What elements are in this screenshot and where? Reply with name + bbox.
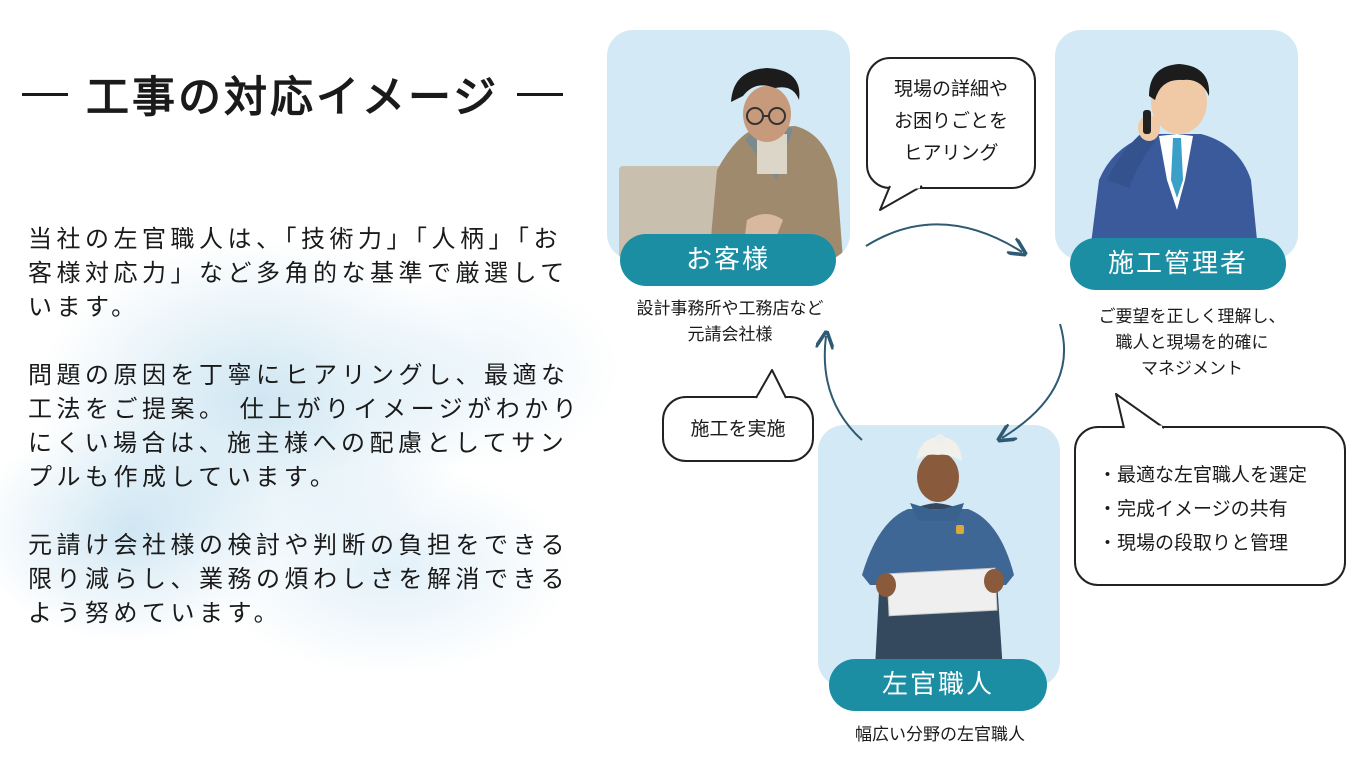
manager-caption-line: マネジメント	[1141, 359, 1243, 379]
customer-caption-line: 設計事務所や工務店など	[636, 299, 824, 319]
title-dash-right	[517, 92, 564, 96]
craftsman-card	[818, 425, 1060, 687]
arrow-customer-to-manager	[865, 223, 1022, 252]
hearing-bubble: 現場の詳細や お困りごとを ヒアリング	[866, 57, 1036, 189]
hearing-line: ヒアリング	[903, 142, 999, 164]
customer-label: お客様	[620, 234, 836, 286]
hearing-bubble-tail	[879, 185, 923, 211]
manager-card	[1055, 30, 1298, 260]
manager-caption: ご要望を正しく理解し、 職人と現場を的確に マネジメント	[1062, 304, 1322, 382]
description: 当社の左官職人は、「技術力」「人柄」「お客様対応力」など多角的な基準で厳選してい…	[28, 222, 588, 664]
hearing-line: 現場の詳細や	[893, 78, 1008, 100]
arrow-manager-to-craftsman	[1002, 323, 1066, 438]
execute-bubble-tail	[755, 369, 787, 399]
craftsman-illustration	[862, 434, 1014, 687]
craftsman-caption: 幅広い分野の左官職人	[810, 722, 1070, 748]
title-dash-left	[22, 92, 68, 96]
execute-text: 施工を実施	[690, 418, 786, 440]
task-line: ・最適な左官職人を選定	[1098, 464, 1308, 486]
execute-bubble: 施工を実施	[662, 396, 814, 462]
manager-tasks-bubble: ・最適な左官職人を選定 ・完成イメージの共有 ・現場の段取りと管理	[1074, 426, 1346, 586]
craftsman-label: 左官職人	[829, 659, 1047, 711]
paragraph-1: 当社の左官職人は、「技術力」「人柄」「お客様対応力」など多角的な基準で厳選してい…	[28, 225, 569, 321]
title-text: 工事の対応イメージ	[86, 73, 500, 123]
tasks-bubble-tail	[1115, 393, 1165, 429]
customer-card	[607, 30, 850, 260]
paragraph-2: 問題の原因を丁寧にヒアリングし、最適な工法をご提案。 仕上がりイメージがわかりに…	[28, 361, 582, 491]
customer-caption-line: 元請会社様	[687, 325, 773, 345]
manager-caption-line: 職人と現場を的確に	[1115, 333, 1269, 353]
manager-label: 施工管理者	[1070, 238, 1286, 290]
hearing-line: お困りごとを	[893, 110, 1008, 132]
page-title: 工事の対応イメージ	[22, 62, 564, 126]
craftsman-caption-line: 幅広い分野の左官職人	[855, 725, 1025, 745]
customer-caption: 設計事務所や工務店など 元請会社様	[600, 296, 860, 348]
customer-illustration	[619, 68, 843, 260]
manager-illustration	[1089, 64, 1259, 260]
task-line: ・現場の段取りと管理	[1098, 532, 1289, 554]
task-line: ・完成イメージの共有	[1098, 498, 1288, 520]
watercolor-background	[0, 150, 720, 710]
paragraph-3: 元請け会社様の検討や判断の負担をできる限り減らし、業務の煩わしさを解消できるよう…	[28, 531, 570, 627]
manager-caption-line: ご要望を正しく理解し、	[1098, 307, 1286, 327]
